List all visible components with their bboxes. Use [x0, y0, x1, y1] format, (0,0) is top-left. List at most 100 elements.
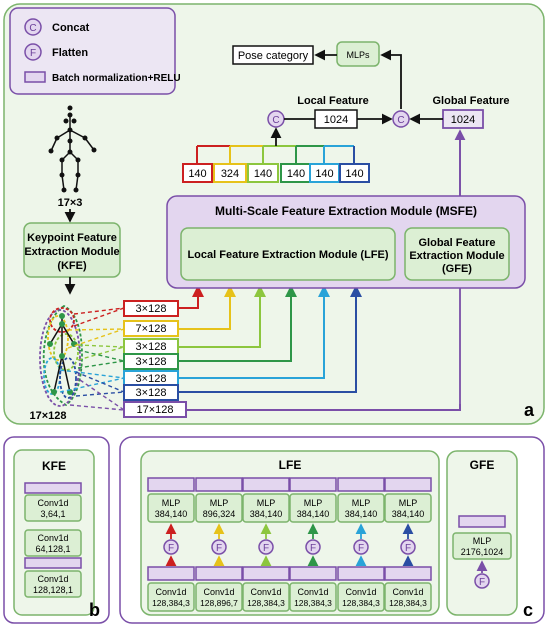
feature-box-6-value: 140: [345, 168, 363, 180]
input-box-6: 3×128: [123, 384, 179, 401]
kfe-box: [23, 222, 121, 278]
lfe-bn-bottom-1: [147, 566, 195, 581]
lfe-conv-name-5: Conv1d: [345, 587, 376, 597]
lfe-flatten-node-5: [353, 539, 369, 555]
gfe-mlp-params: 2176,1024: [461, 547, 504, 557]
kfe-conv-3-name: Conv1d: [37, 574, 68, 584]
lfe-flatten-letter-2: F: [216, 543, 222, 554]
lfe-bn-top-5: [337, 477, 385, 492]
gfe-module-label-line-2: Extraction Module: [409, 250, 504, 262]
lfe-conv-box-1: [147, 582, 195, 612]
input-box-6-label: 3×128: [136, 387, 167, 399]
concat-legend-label: Concat: [52, 22, 90, 34]
input-box-7: 17×128: [123, 401, 187, 418]
feature-box-3: 140: [247, 163, 279, 183]
gfe-flatten-letter: F: [479, 577, 485, 588]
lfe-conv-name-4: Conv1d: [297, 587, 328, 597]
input-box-7-label: 17×128: [136, 404, 173, 416]
feature-box-3-value: 140: [254, 168, 272, 180]
feature-box-6: 140: [339, 163, 370, 183]
lfe-mlp-box-4: [289, 493, 337, 523]
input-box-5: 3×128: [123, 370, 179, 387]
global-feature-title: Global Feature: [432, 95, 509, 107]
lfe-flatten-letter-5: F: [358, 543, 364, 554]
mlps-label: MLPs: [346, 50, 370, 60]
local-feature-title: Local Feature: [297, 95, 369, 107]
keypoint-dims-label: 17×3: [58, 197, 83, 209]
flatten-legend-label: Flatten: [52, 47, 88, 59]
input-box-2-label: 7×128: [136, 323, 167, 335]
input-box-1-label: 3×128: [136, 303, 167, 315]
concat-node-local-letter: C: [272, 115, 279, 126]
input-box-3: 3×128: [123, 338, 179, 355]
panel-a-tag: a: [524, 400, 535, 420]
concat-to-mlps-arrow: [380, 49, 402, 109]
lfe-mlp-name-5: MLP: [352, 498, 371, 508]
lfe-mlp-box-3: [242, 493, 290, 523]
input-box-3-label: 3×128: [136, 341, 167, 353]
lfe-mlp-name-2: MLP: [210, 498, 229, 508]
flatten-legend-symbol: [24, 43, 42, 61]
global-feature-value: 1024: [451, 114, 475, 126]
lfe-conv-name-2: Conv1d: [203, 587, 234, 597]
lfe-conv-box-6: [384, 582, 432, 612]
mlps-box: [336, 41, 380, 67]
lfe-module-label: Local Feature Extraction Module (LFE): [187, 249, 388, 261]
lfe-mlp-box-2: [195, 493, 243, 523]
lfe-bn-bottom-6: [384, 566, 432, 581]
gfe-mlp-name: MLP: [473, 536, 492, 546]
bn-legend-swatch: [24, 71, 46, 83]
kfe-label-line-2: Extraction Module: [24, 246, 119, 258]
lfe-mlp-box-6: [384, 493, 432, 523]
lfe-flatten-node-3: [258, 539, 274, 555]
legend: C Concat F Flatten Batch normalization+R…: [9, 7, 181, 95]
feature-box-1: 140: [182, 163, 213, 183]
lfe-mlp-name-1: MLP: [162, 498, 181, 508]
lfe-conv-params-5: 128,384,3: [342, 598, 380, 608]
feature-box-4-value: 140: [287, 168, 305, 180]
gfe-column: MLP 2176,1024 F: [452, 515, 512, 589]
lfe-conv-params-6: 128,384,3: [389, 598, 427, 608]
lfe-mlp-params-3: 384,140: [250, 509, 283, 519]
figure-connectors: [59, 307, 125, 411]
lfe-flatten-letter-1: F: [168, 543, 174, 554]
feature-box-1-value: 140: [188, 168, 206, 180]
kfe-label-line-1: Keypoint Feature: [27, 232, 117, 244]
lfe-flatten-node-1: [163, 539, 179, 555]
lfe-conv-params-3: 128,384,3: [247, 598, 285, 608]
input-box-5-label: 3×128: [136, 373, 167, 385]
lfe-panel-title: LFE: [279, 458, 302, 472]
lfe-mlp-params-4: 384,140: [297, 509, 330, 519]
lfe-conv-params-1: 128,384,3: [152, 598, 190, 608]
input-to-msfe-arrows: [178, 285, 461, 411]
kfe-stack: Conv1d 3,64,1 Conv1d 64,128,1 Conv1d 128…: [24, 482, 82, 598]
lfe-flatten-node-2: [211, 539, 227, 555]
lfe-flatten-node-6: [400, 539, 416, 555]
lfe-conv-box-4: [289, 582, 337, 612]
lfe-conv-box-2: [195, 582, 243, 612]
input-box-1: 3×128: [123, 300, 179, 317]
lfe-bn-bottom-3: [242, 566, 290, 581]
lfe-mlp-params-6: 384,140: [392, 509, 425, 519]
feature-box-5: 140: [309, 163, 340, 183]
lfe-bn-bottom-5: [337, 566, 385, 581]
gfe-module-box: [404, 227, 510, 281]
lfe-mlp-box-1: [147, 493, 195, 523]
gfe-flatten-node: [474, 573, 490, 589]
panel-c-tag: c: [523, 600, 533, 620]
kfe-conv-1-params: 3,64,1: [40, 509, 65, 519]
msfe-title: Multi-Scale Feature Extraction Module (M…: [215, 204, 477, 218]
lfe-bn-bottom-4: [289, 566, 337, 581]
input-box-2: 7×128: [123, 320, 179, 337]
concat-node-global: [392, 110, 410, 128]
kfe-conv-2-name: Conv1d: [37, 533, 68, 543]
lfe-bn-top-4: [289, 477, 337, 492]
panel-b-title: KFE: [42, 459, 66, 473]
lfe-bn-top-3: [242, 477, 290, 492]
lfe-mlp-params-2: 896,324: [203, 509, 236, 519]
